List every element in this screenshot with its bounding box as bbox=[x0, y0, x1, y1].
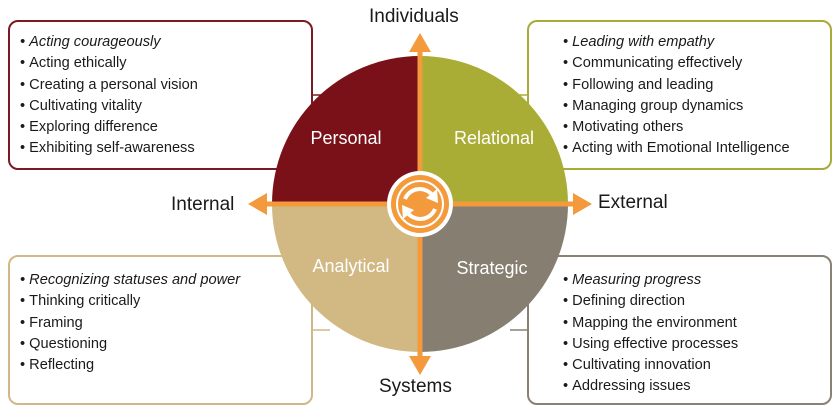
axis-label-internal: Internal bbox=[171, 194, 235, 215]
competency-item: Leading with empathy bbox=[563, 32, 822, 53]
competency-item: Cultivating innovation bbox=[563, 355, 822, 376]
axis-label-external: External bbox=[598, 192, 668, 213]
personal-competencies-list: Acting courageouslyActing ethicallyCreat… bbox=[20, 32, 301, 160]
axis-label-individuals: Individuals bbox=[369, 6, 459, 27]
analytical-competencies-list: Recognizing statuses and powerThinking c… bbox=[20, 270, 301, 376]
competency-item: Questioning bbox=[20, 334, 301, 355]
personal-quadrant bbox=[272, 56, 420, 204]
competency-item: Creating a personal vision bbox=[20, 75, 301, 96]
relational-competencies-list: Leading with empathyCommunicating effect… bbox=[563, 32, 822, 160]
competency-item: Recognizing statuses and power bbox=[20, 270, 301, 291]
competency-item: Using effective processes bbox=[563, 334, 822, 355]
competency-item: Addressing issues bbox=[563, 376, 822, 397]
strategic-competencies-list: Measuring progressDefining directionMapp… bbox=[563, 270, 822, 398]
personal-label: Personal bbox=[310, 128, 381, 148]
competency-item: Motivating others bbox=[563, 117, 822, 138]
competency-item: Framing bbox=[20, 313, 301, 334]
relational-competencies-box: Leading with empathyCommunicating effect… bbox=[527, 20, 832, 170]
personal-competencies-box: Acting courageouslyActing ethicallyCreat… bbox=[8, 20, 313, 170]
competency-item: Acting courageously bbox=[20, 32, 301, 53]
competency-item: Reflecting bbox=[20, 355, 301, 376]
arrow-down-icon bbox=[409, 356, 431, 375]
competency-item: Measuring progress bbox=[563, 270, 822, 291]
competency-item: Acting ethically bbox=[20, 53, 301, 74]
arrow-left-icon bbox=[248, 193, 267, 215]
competency-item: Thinking critically bbox=[20, 291, 301, 312]
competency-item: Exploring difference bbox=[20, 117, 301, 138]
strategic-quadrant bbox=[420, 204, 568, 352]
arrow-up-icon bbox=[409, 33, 431, 52]
competency-item: Following and leading bbox=[563, 75, 822, 96]
competency-item: Cultivating vitality bbox=[20, 96, 301, 117]
analytical-quadrant bbox=[272, 204, 420, 352]
arrow-right-icon bbox=[573, 193, 592, 215]
competency-item: Mapping the environment bbox=[563, 313, 822, 334]
cycle-icon bbox=[387, 171, 453, 237]
competency-item: Acting with Emotional Intelligence bbox=[563, 138, 822, 159]
competency-item: Exhibiting self-awareness bbox=[20, 138, 301, 159]
competency-item: Communicating effectively bbox=[563, 53, 822, 74]
analytical-competencies-box: Recognizing statuses and powerThinking c… bbox=[8, 255, 313, 405]
strategic-competencies-box: Measuring progressDefining directionMapp… bbox=[527, 255, 832, 405]
competency-item: Managing group dynamics bbox=[563, 96, 822, 117]
relational-label: Relational bbox=[454, 128, 534, 148]
competency-item: Defining direction bbox=[563, 291, 822, 312]
analytical-label: Analytical bbox=[312, 256, 389, 276]
strategic-label: Strategic bbox=[456, 258, 527, 278]
relational-quadrant bbox=[420, 56, 568, 204]
axis-label-systems: Systems bbox=[379, 376, 452, 397]
